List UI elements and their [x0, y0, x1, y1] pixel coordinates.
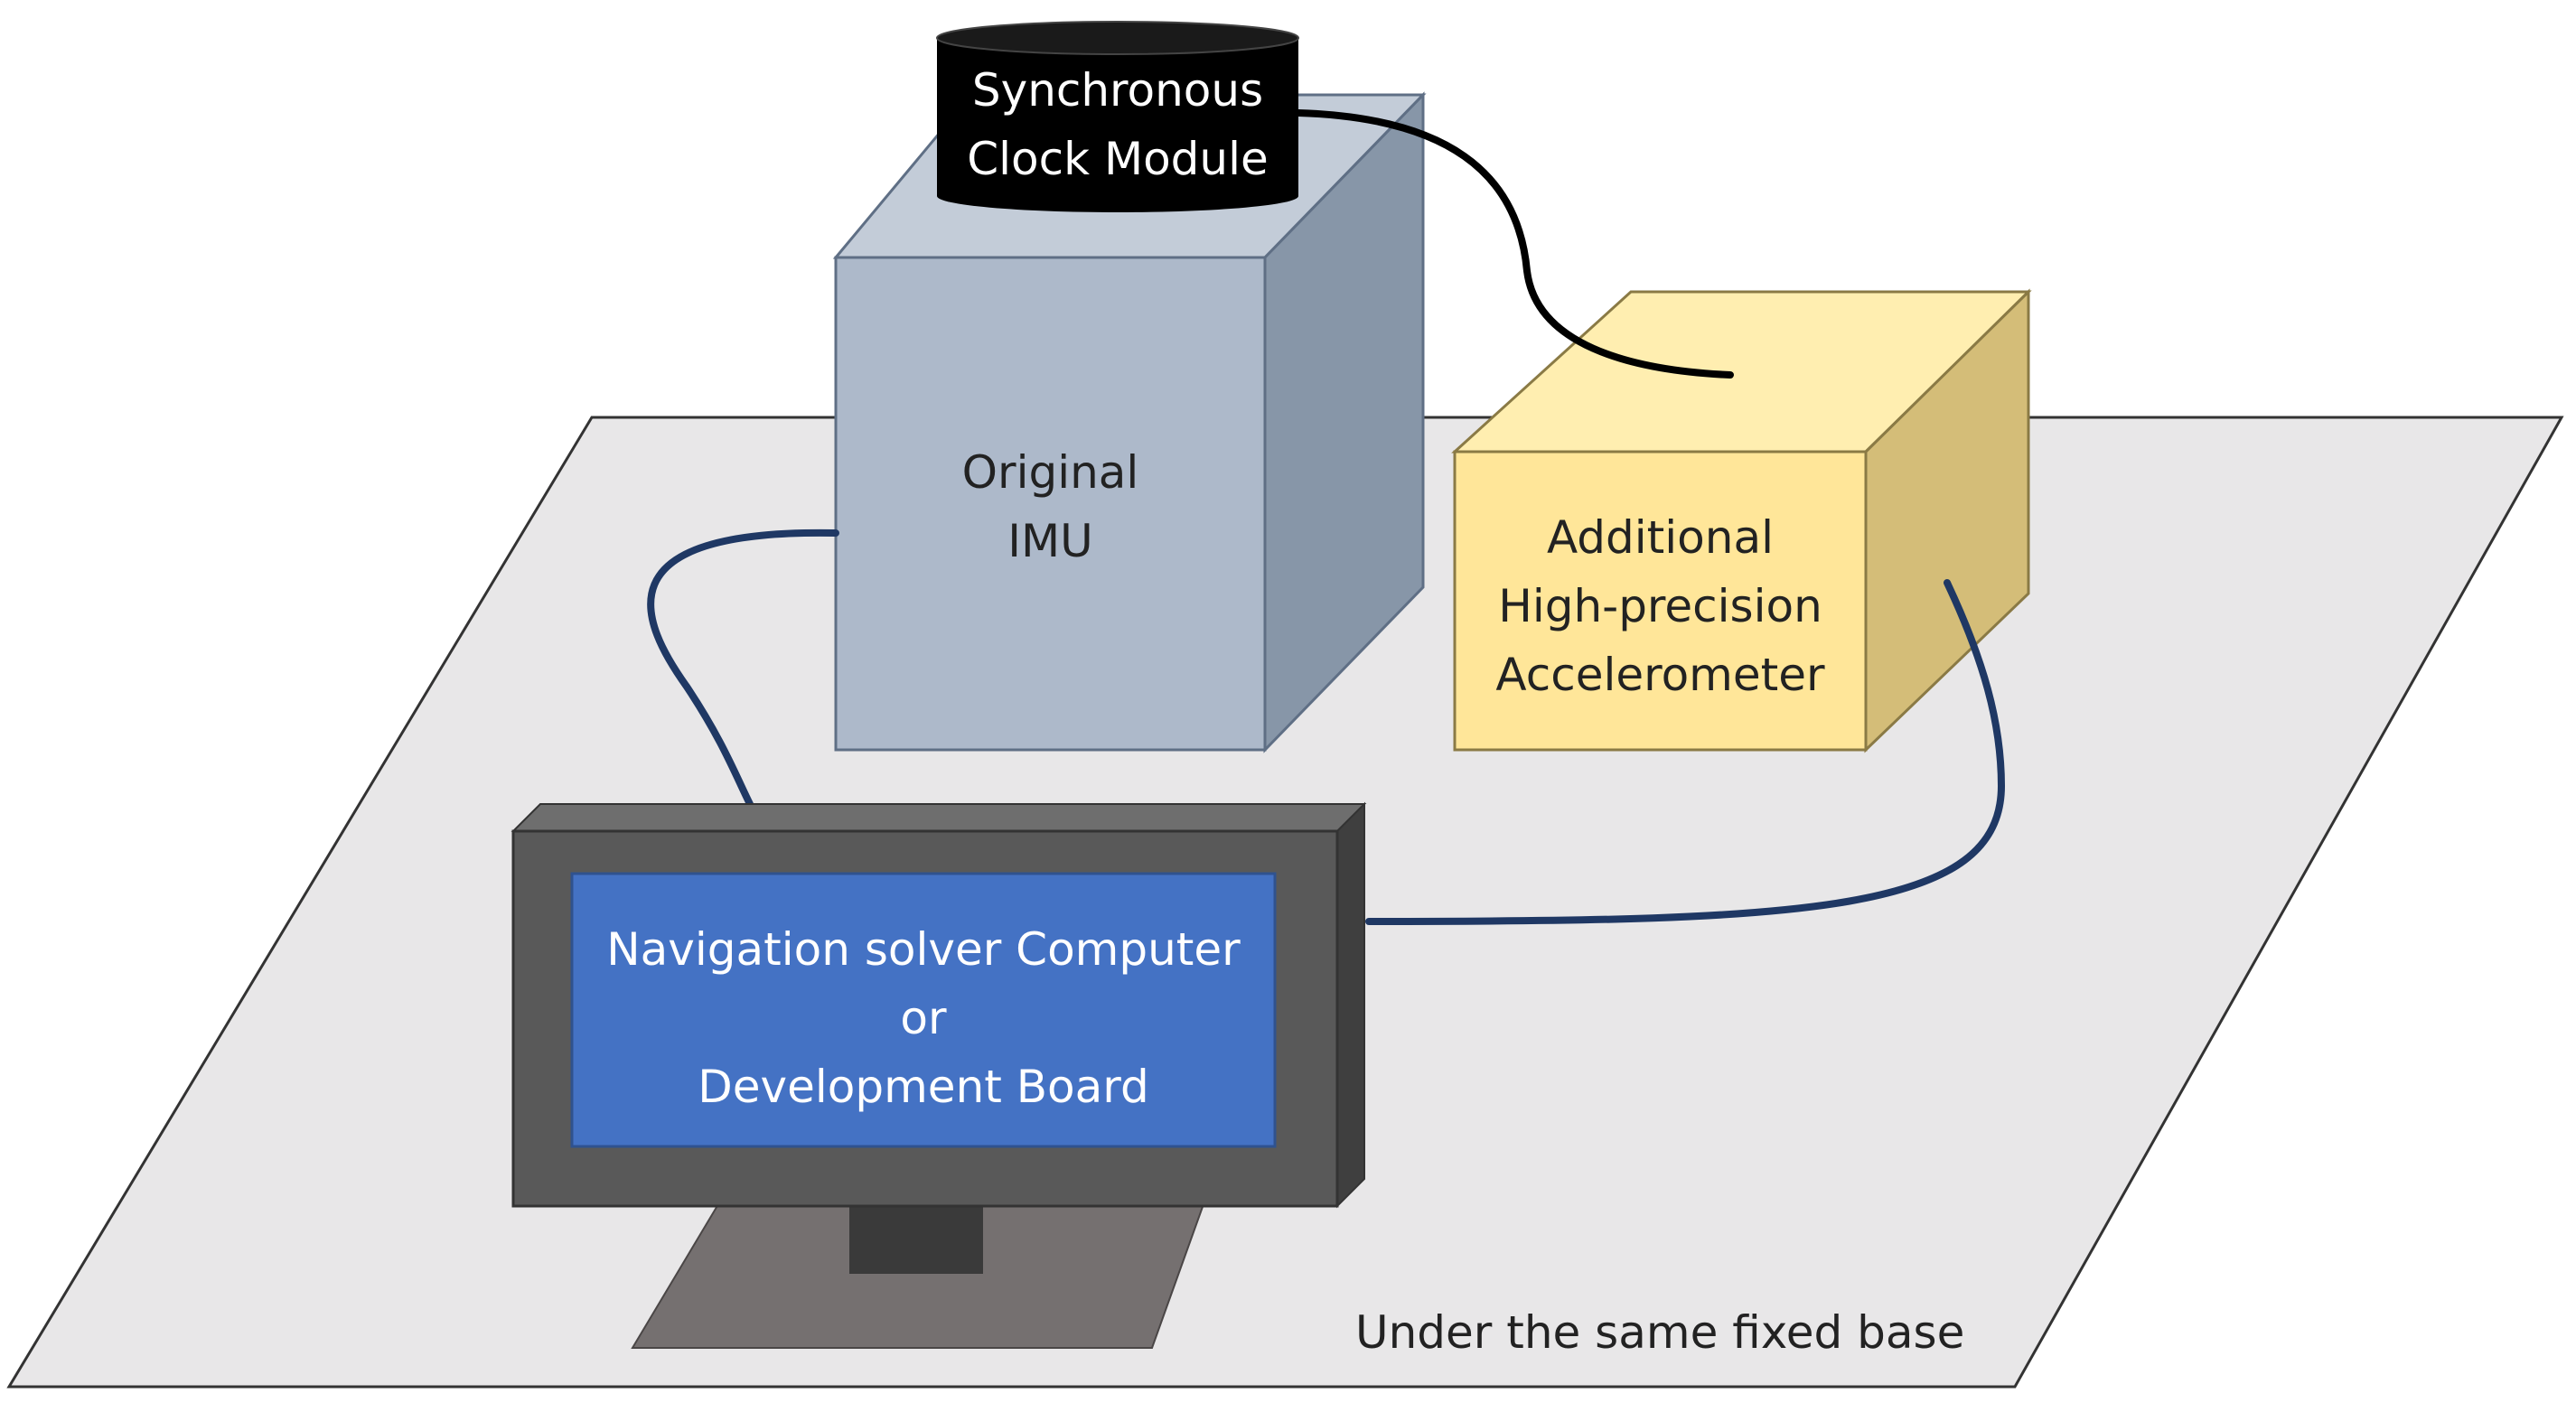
accel-front-face	[1453, 450, 1868, 752]
computer-label-line-1: Navigation solver Computer	[606, 923, 1241, 976]
clock-module-label: Synchronous Clock Module	[946, 56, 1289, 193]
monitor-screen	[570, 872, 1277, 1148]
sync-cable	[1295, 109, 1734, 379]
clock-label-line-2: Clock Module	[967, 133, 1269, 185]
synchronous-clock-module	[936, 21, 1299, 212]
imu-data-cable	[647, 528, 839, 808]
imu-label-line-2: IMU	[1007, 515, 1093, 567]
accelerometer-label: Additional High-precision Accelerometer	[1455, 503, 1866, 709]
imu-front-face	[834, 256, 1267, 752]
accelerometer-box	[1451, 288, 2032, 753]
monitor-stand-neck	[849, 1202, 983, 1274]
accelerometer-data-cable	[1365, 579, 2006, 925]
clock-label-line-1: Synchronous	[971, 64, 1264, 117]
monitor-top-edge	[511, 803, 1367, 832]
imu-label: Original IMU	[836, 438, 1265, 575]
computer-label-line-2: or	[900, 992, 947, 1044]
imu-label-line-1: Original	[961, 446, 1139, 499]
computer-label: Navigation solver Computer or Developmen…	[572, 915, 1275, 1121]
accel-label-line-1: Additional	[1546, 511, 1774, 564]
monitor-side-edge	[1336, 801, 1365, 1209]
accel-label-line-2: High-precision	[1498, 580, 1822, 632]
clock-cylinder-top	[936, 21, 1299, 55]
clock-cylinder-body	[937, 38, 1298, 196]
computer-monitor	[511, 801, 1367, 1209]
fixed-base-label: Under the same fixed base	[1355, 1306, 1965, 1359]
clock-cylinder-bottom	[937, 180, 1298, 212]
accel-label-line-3: Accelerometer	[1495, 649, 1825, 701]
computer-label-line-3: Development Board	[698, 1061, 1149, 1113]
